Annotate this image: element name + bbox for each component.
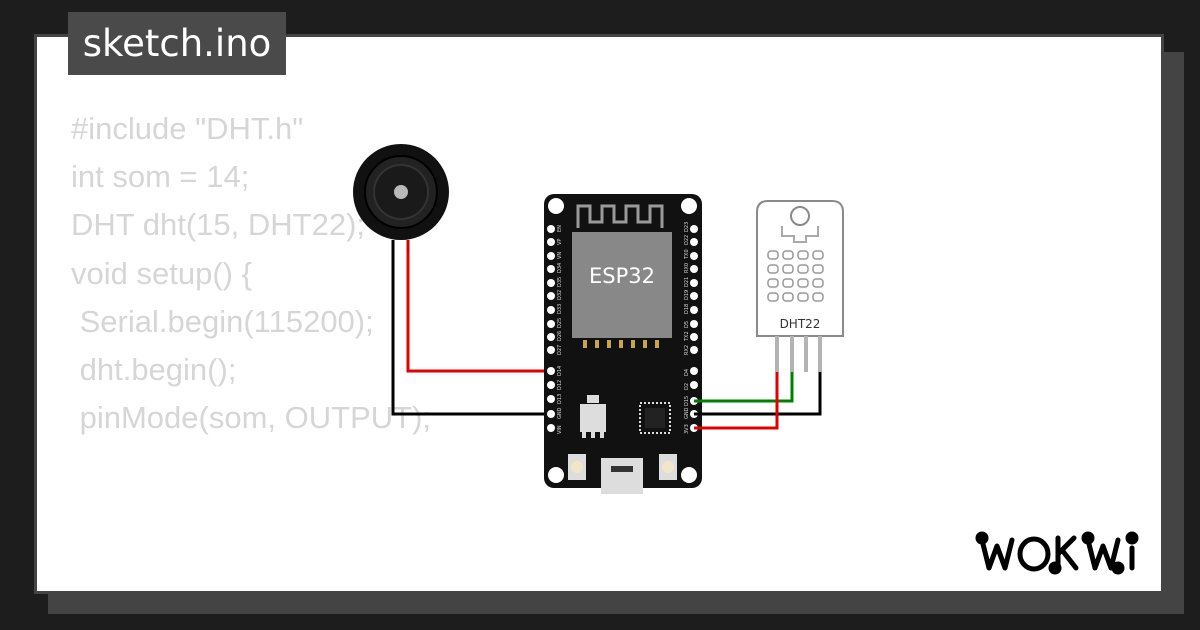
pin-label: D4 xyxy=(684,369,690,376)
board-label: ESP32 xyxy=(589,264,655,288)
wokwi-logo xyxy=(942,488,1152,583)
dht-wire-data xyxy=(694,370,794,403)
boot-button[interactable] xyxy=(568,454,586,480)
pin-label: TX2 xyxy=(684,331,690,342)
code-block: #include "DHT.h" int som = 14; DHT dht(1… xyxy=(71,105,431,442)
pin-label: D2 xyxy=(684,383,690,390)
pin-label: D21 xyxy=(684,277,690,287)
buzzer-wire-ground xyxy=(391,252,548,416)
code-line: Serial.begin(115200); xyxy=(71,303,374,339)
pin-label: D25 xyxy=(557,318,563,328)
pin-label: 3V3 xyxy=(684,424,690,434)
pin-label: D35 xyxy=(557,277,563,287)
pin-label: D13 xyxy=(557,394,563,404)
pin-label: D34 xyxy=(557,263,563,273)
usb-chip xyxy=(639,402,671,434)
code-line: void setup() { xyxy=(71,255,252,291)
pin-label: D26 xyxy=(557,331,563,341)
pin-label: D22 xyxy=(684,235,690,245)
pin-label: EN xyxy=(557,225,563,232)
pin-label: D33 xyxy=(557,304,563,314)
esp32-board[interactable]: ESP32 EN VP VN D34 D35 D32 D33 D25 D26 D… xyxy=(544,194,702,494)
code-line: #include "DHT.h" xyxy=(71,111,304,146)
pin-label: D12 xyxy=(557,380,563,390)
pin-label: VP xyxy=(557,239,563,245)
pin-label: VIN xyxy=(557,425,563,434)
pin-label: D14 xyxy=(557,366,563,376)
code-line: int som = 14; xyxy=(71,159,250,195)
reset-button[interactable] xyxy=(659,454,677,480)
buzzer-wire-signal xyxy=(406,252,548,373)
pin-label: RX2 xyxy=(684,345,690,355)
pin-label: TX0 xyxy=(684,249,690,260)
pin-label: GND xyxy=(684,407,690,419)
pin-label: RX0 xyxy=(684,263,690,273)
pin-label: D23 xyxy=(684,222,690,232)
file-tab[interactable]: sketch.ino xyxy=(68,12,286,75)
voltage-regulator xyxy=(580,395,606,438)
code-line: pinMode(som, OUTPUT); xyxy=(71,400,432,436)
code-line: DHT dht(15, DHT22); xyxy=(71,207,366,243)
dht-wire-power xyxy=(694,370,779,430)
dht-wire-ground xyxy=(694,370,822,416)
pin-label: D19 xyxy=(684,290,690,300)
pin-label: D5 xyxy=(684,321,690,328)
pin-label: D15 xyxy=(684,396,690,406)
pin-label: D32 xyxy=(557,290,563,300)
pin-label: GND xyxy=(557,407,563,419)
buzzer[interactable] xyxy=(353,144,449,254)
dht22-sensor[interactable]: DHT22 xyxy=(756,200,844,372)
sensor-label: DHT22 xyxy=(780,317,821,331)
pin-label: D27 xyxy=(557,345,563,355)
pin-label: VN xyxy=(557,252,563,259)
code-line: dht.begin(); xyxy=(71,352,237,388)
pin-label: D18 xyxy=(684,304,690,314)
usb-port xyxy=(601,458,643,494)
